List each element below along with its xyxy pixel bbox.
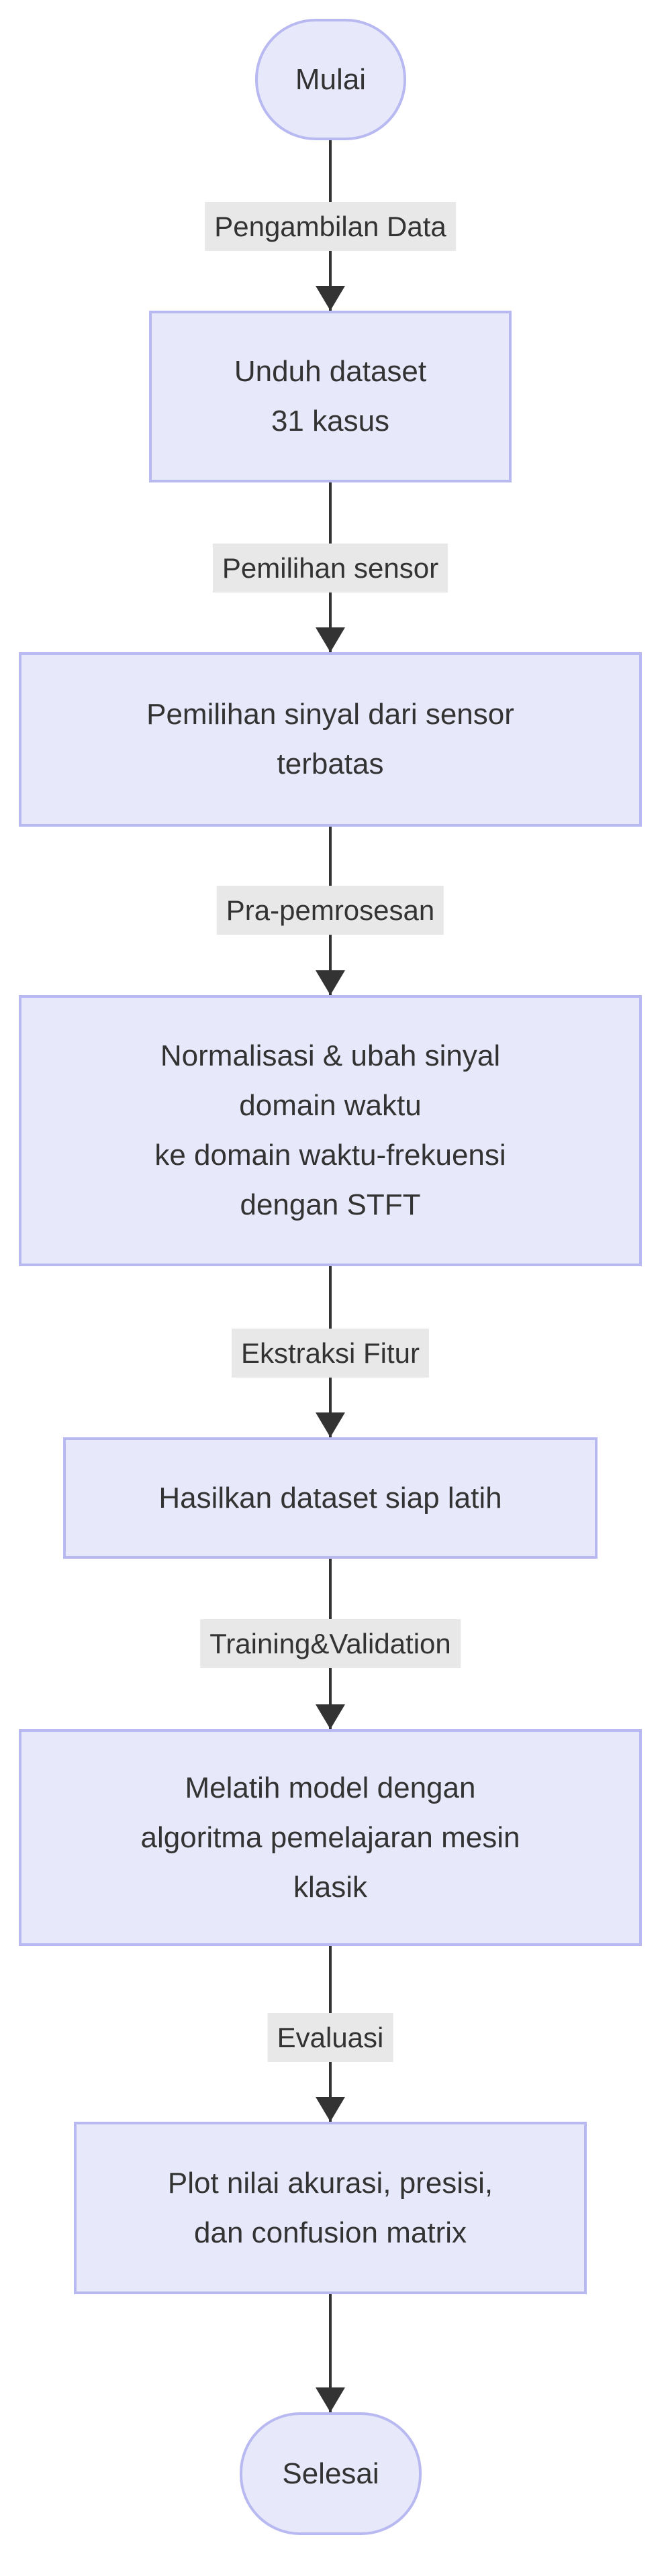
edge-label-evaluasi: Evaluasi	[267, 2013, 393, 2062]
start-node-label: Mulai	[295, 62, 367, 96]
arrow-down-icon	[316, 2387, 345, 2412]
end-node-label: Selesai	[282, 2457, 379, 2490]
node-text-line: Hasilkan dataset siap latih	[158, 1481, 502, 1514]
flow-line	[329, 140, 332, 2413]
start-node: Mulai	[255, 19, 406, 140]
node-text-line: Unduh dataset	[234, 355, 427, 388]
arrow-down-icon	[316, 1412, 345, 1437]
node-text-line: 31 kasus	[271, 405, 390, 437]
end-node: Selesai	[240, 2412, 422, 2535]
node-text-line: domain waktu	[239, 1089, 422, 1122]
node-text-line: Pemilihan sinyal dari sensor	[146, 698, 514, 731]
node-text-line: Plot nilai akurasi, presisi,	[167, 2166, 493, 2200]
node-text-line: dan confusion matrix	[194, 2216, 467, 2249]
process-node-pemilihan-sinyal: Pemilihan sinyal dari sensor terbatas	[19, 652, 642, 827]
node-text-line: Normalisasi & ubah sinyal	[160, 1039, 501, 1072]
edge-label-ekstraksi-fitur: Ekstraksi Fitur	[231, 1329, 430, 1378]
node-text-line: terbatas	[277, 748, 384, 780]
arrow-down-icon	[316, 970, 345, 995]
node-text-line: dengan STFT	[240, 1188, 421, 1221]
process-node-normalisasi-stft: Normalisasi & ubah sinyal domain waktu k…	[19, 995, 642, 1266]
node-text-line: algoritma pemelajaran mesin	[140, 1820, 520, 1854]
edge-label-pengambilan-data: Pengambilan Data	[205, 202, 456, 251]
arrow-down-icon	[316, 1704, 345, 1729]
process-node-hasilkan-dataset: Hasilkan dataset siap latih	[63, 1437, 598, 1559]
process-node-plot-akurasi: Plot nilai akurasi, presisi, dan confusi…	[74, 2122, 587, 2294]
node-text-line: Melatih model dengan	[185, 1771, 476, 1804]
edge-label-training-validation: Training&Validation	[200, 1619, 461, 1668]
process-node-unduh-dataset: Unduh dataset 31 kasus	[149, 311, 512, 482]
edge-label-pra-pemrosesan: Pra-pemrosesan	[216, 886, 444, 935]
arrow-down-icon	[316, 286, 345, 311]
node-text-line: ke domain waktu-frekuensi	[154, 1139, 506, 1172]
edge-label-pemilihan-sensor: Pemilihan sensor	[212, 544, 448, 593]
arrow-down-icon	[316, 627, 345, 652]
node-text-line: klasik	[293, 1870, 368, 1904]
arrow-down-icon	[316, 2097, 345, 2122]
process-node-melatih-model: Melatih model dengan algoritma pemelajar…	[19, 1729, 642, 1946]
